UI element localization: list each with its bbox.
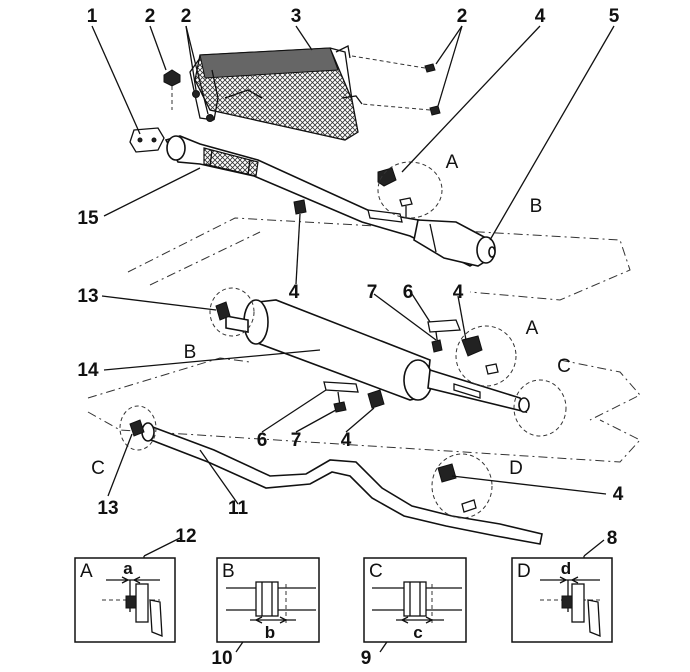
callout-3: 3 <box>291 6 302 27</box>
front-pipe <box>164 135 490 267</box>
callout-4: 4 <box>535 6 546 27</box>
callout-2: 2 <box>457 6 468 27</box>
callout-6: 6 <box>403 282 414 303</box>
detail-box-a: A a <box>74 557 176 643</box>
callout-5: 5 <box>609 6 620 27</box>
middle-silencer <box>225 299 530 414</box>
heat-shield <box>189 45 363 141</box>
zone-letter-b: B <box>530 196 543 217</box>
callout-4: 4 <box>453 282 464 303</box>
detail-box-b: B b <box>216 557 320 643</box>
catalytic-converter <box>413 219 496 267</box>
callout-13: 13 <box>77 286 98 307</box>
body-outline-front <box>127 217 631 301</box>
callout-14: 14 <box>77 360 99 381</box>
detail-c-dim: c <box>413 623 422 642</box>
callout-labels: 1 2 2 3 2 4 5 15 4 13 7 6 4 14 6 7 4 13 … <box>77 6 623 519</box>
detail-c-letter: C <box>369 561 383 582</box>
leader-lines <box>91 25 615 505</box>
mount-b-mid <box>209 287 255 337</box>
detail-box-c: C c <box>363 557 467 643</box>
callout-13: 13 <box>97 498 118 519</box>
zone-letter-b: B <box>184 342 197 363</box>
zone-letters: A B A B C C D <box>91 152 571 479</box>
mount-d-rear <box>431 453 493 519</box>
callout-1: 1 <box>87 6 98 27</box>
callout-7: 7 <box>291 430 302 451</box>
callout-8: 8 <box>607 528 618 549</box>
bolt-shield-right <box>351 55 441 116</box>
hanger-bracket-front <box>293 199 403 223</box>
zone-letter-c: C <box>91 458 105 479</box>
mount-a-mid <box>455 325 517 387</box>
gasket <box>129 127 165 153</box>
rear-pipe <box>141 422 543 545</box>
detail-box-d: D d <box>511 557 613 643</box>
callout-2: 2 <box>145 6 156 27</box>
callout-4: 4 <box>289 282 300 303</box>
detail-d-dim: d <box>561 559 571 578</box>
detail-b-dim: b <box>265 623 275 642</box>
clamp-lower <box>323 381 359 413</box>
zone-letter-a: A <box>446 152 459 173</box>
callout-7: 7 <box>367 282 378 303</box>
callout-10: 10 <box>211 648 232 669</box>
mount-lower-mid <box>367 389 385 409</box>
callout-12: 12 <box>175 526 196 547</box>
detail-a-letter: A <box>80 561 93 582</box>
body-outline-rear <box>87 357 641 463</box>
detail-a-dim: a <box>123 559 133 578</box>
zone-letter-c: C <box>557 356 571 377</box>
callout-6: 6 <box>257 430 268 451</box>
callout-11: 11 <box>228 498 249 519</box>
nut-left <box>163 69 181 110</box>
callout-4: 4 <box>613 484 624 505</box>
pipe-end-c <box>453 379 567 437</box>
mount-a-top <box>377 161 443 219</box>
callout-2: 2 <box>181 6 192 27</box>
detail-d-letter: D <box>517 561 531 582</box>
callout-15: 15 <box>77 208 99 229</box>
callout-9: 9 <box>361 648 372 669</box>
detail-b-letter: B <box>222 561 235 582</box>
clamp-mid <box>427 319 461 353</box>
zone-letter-a: A <box>526 318 539 339</box>
mount-c-rear <box>119 405 157 451</box>
bolt-shield-left <box>192 90 214 122</box>
zone-letter-d: D <box>509 458 523 479</box>
callout-4: 4 <box>341 430 352 451</box>
